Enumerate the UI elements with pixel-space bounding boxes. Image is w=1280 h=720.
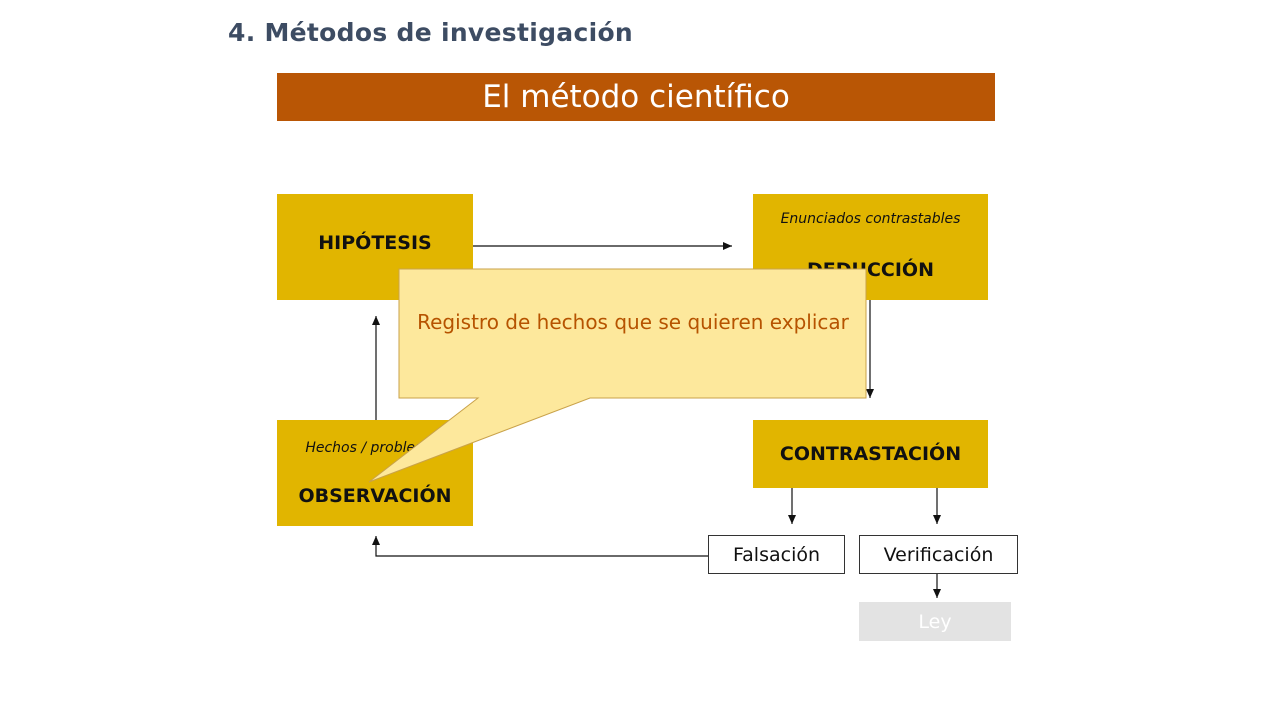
- hipotesis-label: HIPÓTESIS: [318, 232, 432, 254]
- contrastacion-label: CONTRASTACIÓN: [779, 443, 962, 465]
- verificacion-label: Verificación: [883, 543, 994, 566]
- title-text: El método científico: [482, 79, 790, 115]
- ley-label: Ley: [918, 610, 952, 633]
- arrow-falsacion-to-observacion: [372, 536, 708, 557]
- falsacion-box: Falsación: [708, 535, 845, 574]
- section-heading: 4. Métodos de investigación: [228, 18, 634, 47]
- observacion-box: Hechos / problemas OBSERVACIÓN: [277, 420, 473, 526]
- falsacion-label: Falsación: [732, 543, 821, 566]
- verificacion-box: Verificación: [859, 535, 1018, 574]
- title-bar: El método científico: [277, 73, 995, 121]
- observacion-label: OBSERVACIÓN: [298, 485, 452, 507]
- deduccion-sublabel: Enunciados contrastables: [780, 211, 961, 227]
- callout-text: Registro de hechos que se quieren explic…: [417, 310, 849, 334]
- ley-box: Ley: [859, 602, 1011, 641]
- contrastacion-box: CONTRASTACIÓN: [753, 420, 988, 488]
